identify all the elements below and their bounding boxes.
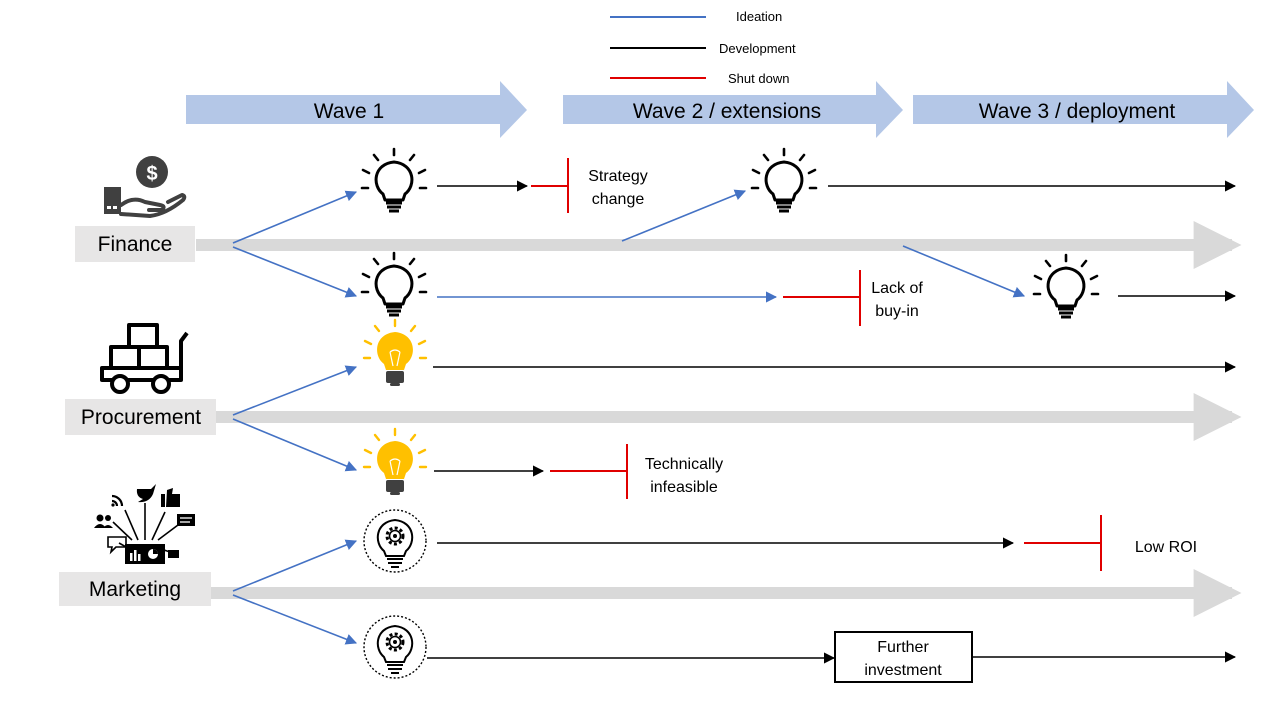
legend: Ideation Development Shut down: [610, 9, 796, 86]
lightbulb-icon: [360, 147, 428, 213]
social-media-icon: [94, 484, 195, 564]
procurement-ideation-arrow-1: [232, 365, 358, 416]
timelines: [196, 221, 1242, 617]
money-hand-icon: $: [104, 156, 187, 218]
finance-ideation-arrow-1: [232, 190, 358, 244]
lightbulb-icon: [360, 251, 428, 317]
lit-lightbulb-icon: [362, 318, 428, 388]
development-arrows: [427, 180, 1237, 664]
finance-ideation-arrow-4: [902, 245, 1026, 298]
further-investment-box: [834, 631, 973, 683]
marketing-label-box: [59, 572, 211, 606]
wave-3-arrow: [913, 81, 1254, 138]
marketing-ideation-arrow-1: [232, 539, 358, 592]
note-infeasible-line-1: Technically: [645, 456, 723, 473]
shutdown-low-roi: [1024, 515, 1102, 571]
wave-2-arrow: [563, 81, 903, 138]
finance-ideation-arrow-2: [232, 246, 358, 298]
department-labels: Finance Procurement Marketing: [59, 226, 216, 606]
wave-arrows: Wave 1 Wave 2 / extensions Wave 3 / depl…: [186, 81, 1254, 138]
finance-label-box: [75, 226, 195, 262]
procurement-ideation-arrow-2: [232, 418, 358, 472]
notes: Strategy change Lack of buy-in Technical…: [588, 168, 1197, 683]
shutdown-markers: [531, 158, 1102, 571]
legend-label-ideation: Ideation: [736, 9, 782, 24]
note-buyin-line-2: buy-in: [875, 303, 919, 320]
note-strategy-line-1: Strategy: [588, 168, 648, 185]
wave-2-label: Wave 2 / extensions: [633, 100, 821, 123]
procurement-label-box: [65, 399, 216, 435]
note-strategy-line-2: change: [592, 191, 645, 208]
marketing-label: Marketing: [89, 578, 181, 601]
gear-lightbulb-icon: [362, 614, 428, 680]
svg-text:$: $: [146, 163, 157, 185]
lightbulb-icon: [750, 147, 818, 213]
note-low-roi: Low ROI: [1135, 539, 1197, 556]
note-buyin-line-1: Lack of: [871, 280, 923, 297]
procurement-label: Procurement: [81, 406, 201, 429]
lit-lightbulb-icon: [362, 427, 428, 497]
shutdown-lack-of-buyin: [783, 270, 861, 326]
cart-boxes-icon: [100, 323, 189, 394]
legend-label-shutdown: Shut down: [728, 71, 789, 86]
note-further-line-2: investment: [864, 662, 942, 679]
legend-label-development: Development: [719, 41, 796, 56]
ideation-arrows: [232, 189, 1026, 645]
marketing-ideation-arrow-2: [232, 594, 358, 645]
shutdown-technically-infeasible: [550, 444, 628, 499]
wave-3-label: Wave 3 / deployment: [979, 100, 1176, 123]
finance-label: Finance: [98, 233, 173, 256]
shutdown-strategy-change: [531, 158, 569, 213]
note-infeasible-line-2: infeasible: [650, 479, 718, 496]
wave-1-arrow: [186, 81, 527, 138]
lightbulb-icon: [1032, 253, 1100, 319]
gear-lightbulb-icon: [362, 508, 428, 574]
finance-ideation-arrow-3: [621, 189, 747, 242]
wave-1-label: Wave 1: [314, 100, 384, 123]
note-further-line-1: Further: [877, 639, 929, 656]
